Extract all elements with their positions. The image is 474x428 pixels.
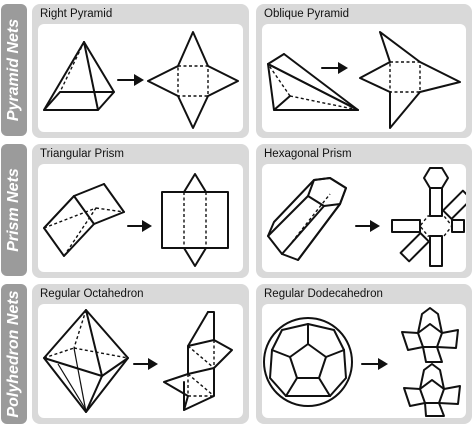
- hexagonal-prism-solid: [267, 177, 347, 261]
- regular-dodecahedron-net: [401, 307, 461, 417]
- panel-oblique-pyramid: Oblique Pyramid: [256, 4, 472, 138]
- panel-regular-octahedron: Regular Octahedron: [32, 284, 249, 424]
- hexagonal-prism-net: [391, 167, 466, 267]
- panel-triangular-prism: Triangular Prism: [32, 144, 249, 278]
- panel-figure-area: [262, 24, 466, 132]
- panel-figure-area: [262, 164, 466, 272]
- panel-title: Oblique Pyramid: [264, 8, 350, 20]
- panel-figure-area: [38, 164, 243, 272]
- row-label-polyhedron-nets: Polyhedron Nets: [1, 284, 27, 424]
- panel-right-pyramid: Right Pyramid: [32, 4, 249, 138]
- triangular-prism-illustration: [43, 173, 229, 267]
- row-label-text: Prism Nets: [5, 168, 22, 252]
- panel-regular-dodecahedron: Regular Dodecahedron: [256, 284, 472, 424]
- regular-octahedron-illustration: [43, 309, 233, 413]
- panel-title: Regular Dodecahedron: [264, 288, 383, 300]
- transform-arrow: [133, 358, 158, 370]
- panel-figure-area: [38, 24, 243, 132]
- panel-title: Triangular Prism: [40, 148, 124, 160]
- panel-title: Regular Octahedron: [40, 288, 144, 300]
- oblique-pyramid-net: [359, 31, 461, 129]
- transform-arrow: [127, 220, 152, 232]
- regular-octahedron-solid: [43, 309, 129, 413]
- row-label-pyramid-nets: Pyramid Nets: [1, 4, 27, 136]
- regular-dodecahedron-solid: [263, 317, 353, 407]
- panel-figure-area: [262, 304, 466, 418]
- right-pyramid-net: [147, 31, 239, 129]
- panel-title: Hexagonal Prism: [264, 148, 352, 160]
- panel-title: Right Pyramid: [40, 8, 113, 20]
- row-label-text: Polyhedron Nets: [5, 290, 22, 418]
- regular-octahedron-net: [163, 311, 233, 411]
- transform-arrow: [117, 74, 144, 86]
- right-pyramid-solid: [43, 41, 115, 111]
- transform-arrow: [355, 220, 380, 232]
- row-label-prism-nets: Prism Nets: [1, 144, 27, 276]
- row-label-text: Pyramid Nets: [5, 18, 22, 122]
- oblique-pyramid-illustration: [267, 31, 461, 129]
- transform-arrow: [361, 358, 388, 370]
- triangular-prism-solid: [43, 183, 125, 257]
- right-pyramid-illustration: [43, 31, 239, 129]
- transform-arrow: [321, 62, 348, 74]
- panel-hexagonal-prism: Hexagonal Prism: [256, 144, 472, 278]
- triangular-prism-net: [161, 173, 229, 267]
- panel-figure-area: [38, 304, 243, 418]
- oblique-pyramid-solid: [267, 53, 359, 111]
- regular-dodecahedron-illustration: [263, 307, 461, 417]
- hexagonal-prism-illustration: [267, 167, 466, 267]
